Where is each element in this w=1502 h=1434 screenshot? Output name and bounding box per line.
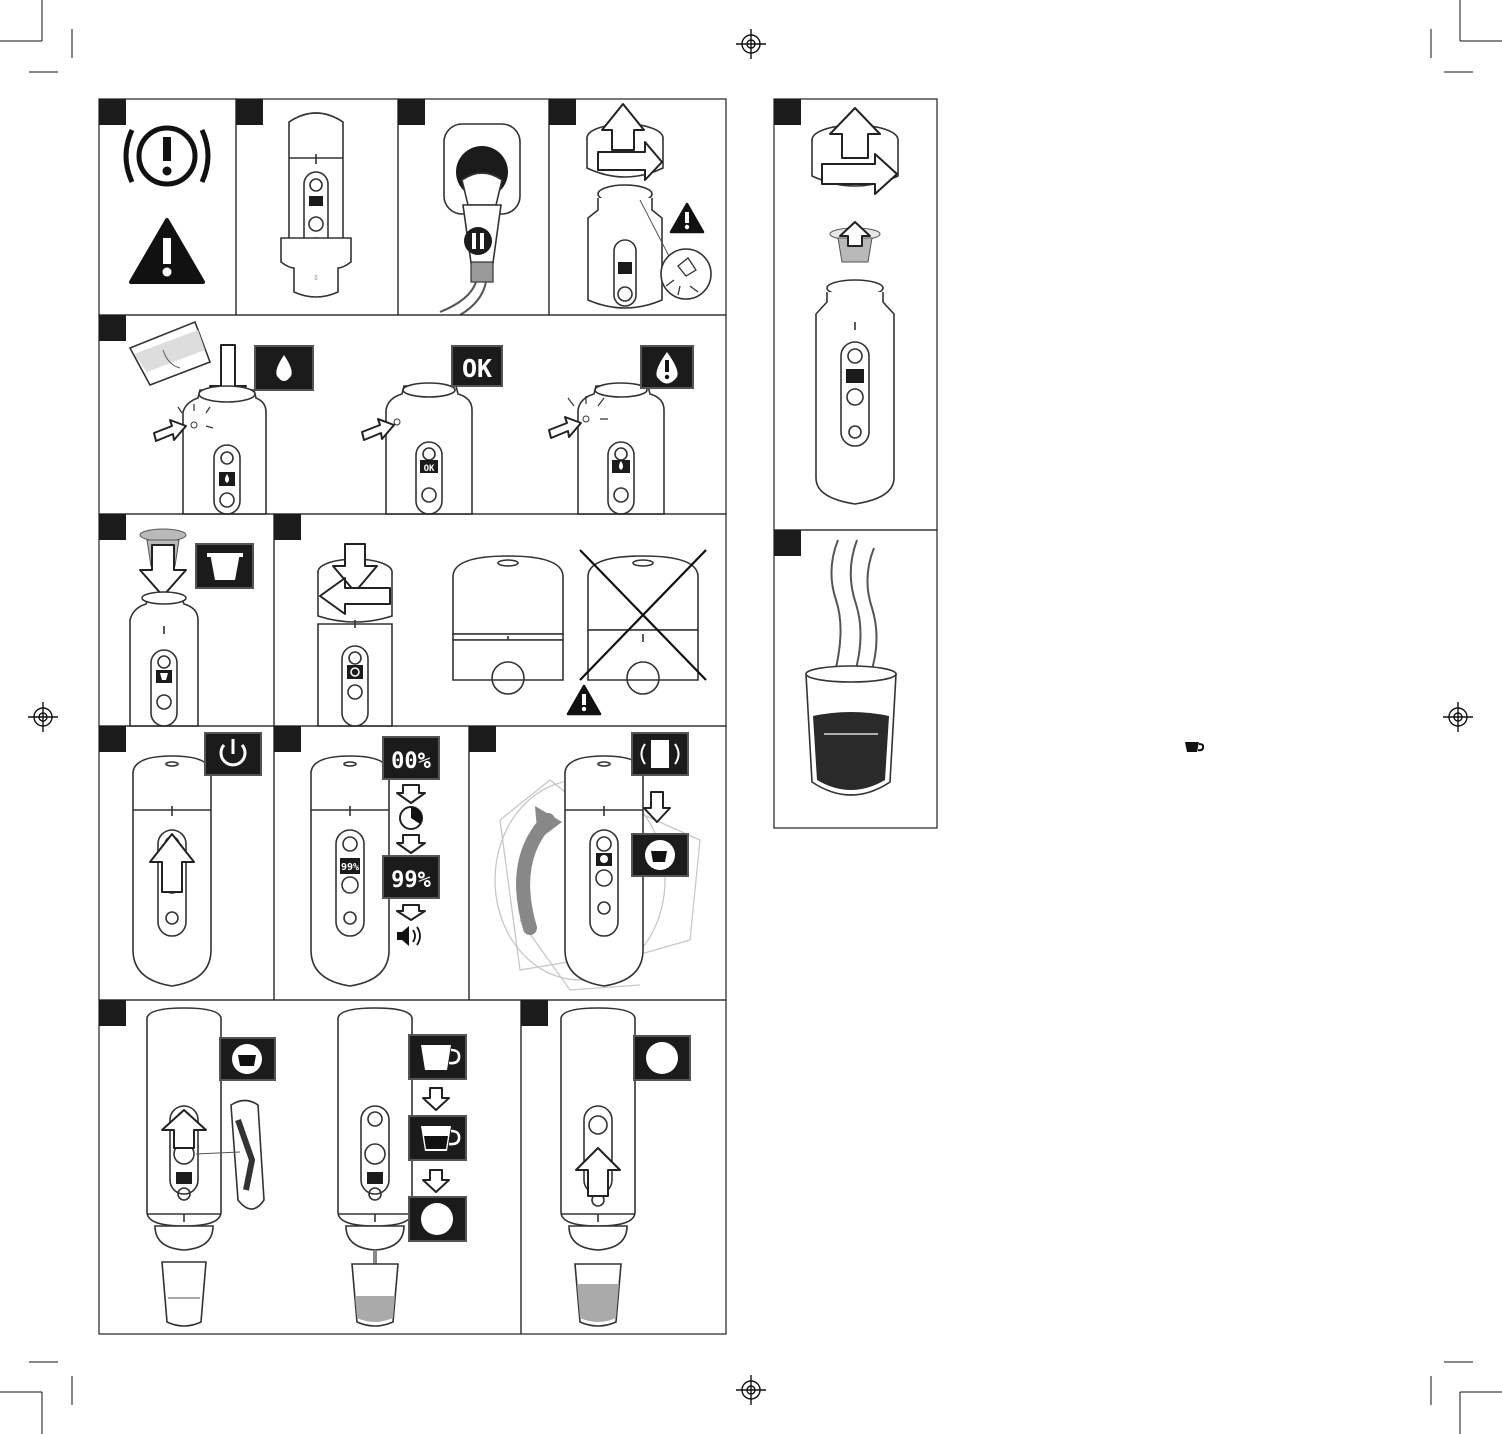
- warning-triangle-icon: [568, 686, 600, 714]
- ok-display-label: OK: [462, 354, 492, 383]
- panel-rotate: [469, 726, 726, 1000]
- panel-machine-standing: ▯: [236, 99, 398, 315]
- cup-icon: [632, 834, 688, 876]
- panel-stop: [521, 1000, 726, 1334]
- sound-icon: [397, 926, 420, 946]
- warning-triangle-icon: [131, 220, 203, 282]
- panel-safety: [99, 99, 236, 315]
- start-percent-label: 00%: [391, 749, 431, 774]
- panel-heating: 99% 00% 99%: [274, 726, 469, 1000]
- panel-fill-water: OK OK: [99, 315, 726, 514]
- panel-plug: [398, 99, 549, 315]
- capsule-icon: [196, 544, 253, 588]
- end-percent-display: 99%: [383, 856, 439, 898]
- end-percent-label: 99%: [391, 868, 431, 893]
- lungo-cup-icon: [409, 1116, 466, 1160]
- panel-remove-capsule: [774, 99, 937, 530]
- espresso-cup-icon: [409, 1035, 466, 1079]
- panel-power-on: [99, 726, 274, 1000]
- panel-close-cap: [274, 514, 726, 726]
- panel-insert-capsule: [99, 514, 274, 726]
- caution-circle-icon: [126, 128, 208, 184]
- water-alert-icon: [641, 346, 693, 388]
- mini-percent-label: 99%: [341, 862, 359, 873]
- panel-coffee-ready: [774, 530, 937, 828]
- cup-icon: [220, 1038, 275, 1080]
- panel-brewing: [99, 1000, 521, 1334]
- steaming-cup-icon: [806, 540, 896, 795]
- rotate-icon: [632, 733, 688, 775]
- timer-icon: [400, 807, 422, 829]
- ok-display-icon: OK: [452, 346, 502, 386]
- stop-circle-icon: [409, 1197, 466, 1241]
- start-percent-display: 00%: [383, 737, 439, 779]
- stop-circle-icon: [634, 1036, 690, 1080]
- warning-triangle-icon: [671, 204, 703, 232]
- svg-text:▯: ▯: [314, 275, 317, 281]
- power-icon: [205, 733, 261, 775]
- water-drop-icon: [255, 346, 313, 390]
- ok-mini-label: OK: [424, 464, 435, 474]
- panel-open-cap: [549, 99, 726, 315]
- cup-icon: [1185, 742, 1203, 752]
